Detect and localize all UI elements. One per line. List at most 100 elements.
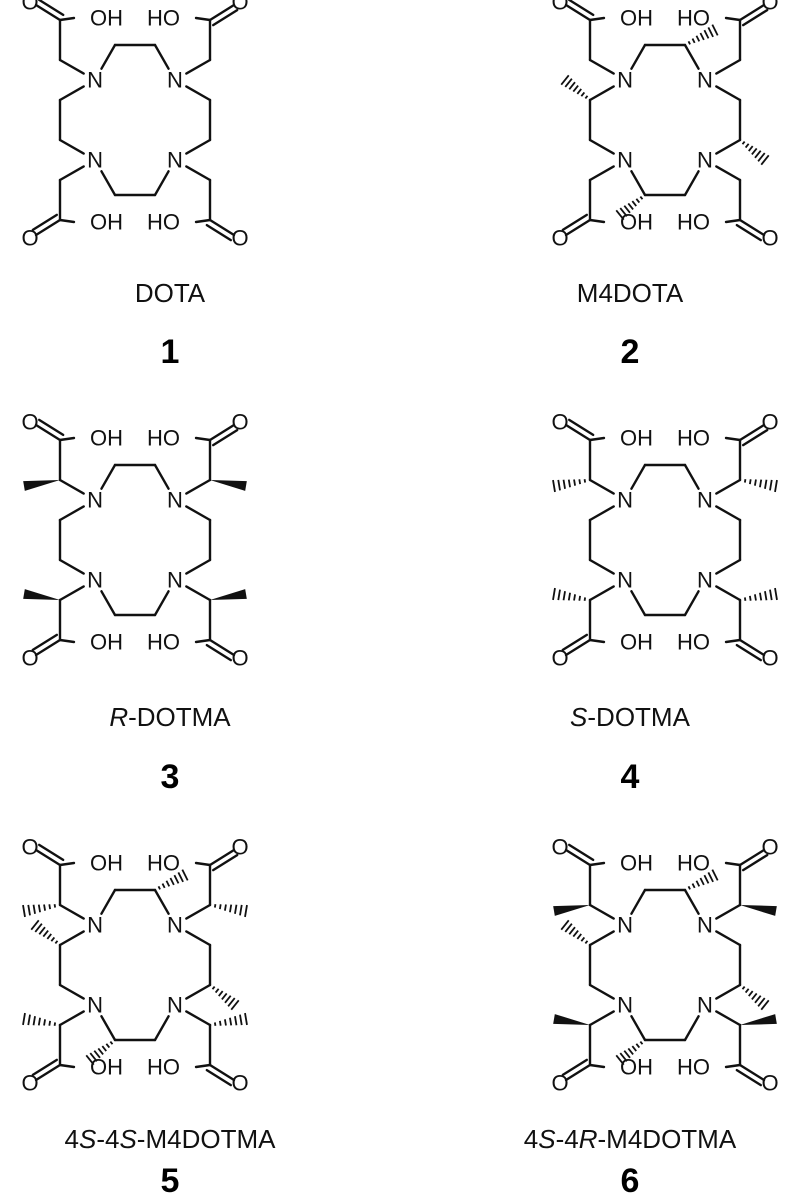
compound-number-5: 5 xyxy=(160,1162,180,1200)
hash-bond xyxy=(105,1043,111,1049)
hash-bond xyxy=(757,152,766,162)
hash-bond xyxy=(43,1019,46,1026)
double-bond xyxy=(735,1068,763,1087)
hydroxyl-label: OH xyxy=(620,426,653,451)
hash-bond xyxy=(699,877,705,886)
hash-bond xyxy=(224,904,227,911)
hash-bond xyxy=(224,1019,227,1026)
hash-bond xyxy=(774,479,778,493)
oxygen-label: O xyxy=(761,835,778,860)
arm-bond xyxy=(588,165,615,182)
hash-bond xyxy=(751,147,758,156)
ring-bond xyxy=(58,983,85,1000)
double-bond xyxy=(738,218,766,237)
hash-bond xyxy=(564,78,573,88)
hash-bond xyxy=(234,904,238,914)
oxygen-label: O xyxy=(231,410,248,435)
double-bond xyxy=(205,223,233,242)
hash-bond xyxy=(757,997,766,1007)
oxygen-label: O xyxy=(231,0,248,15)
hash-bond xyxy=(43,904,46,911)
hash-bond xyxy=(213,904,217,908)
compound-number-1: 1 xyxy=(160,333,180,371)
hash-bond xyxy=(751,992,758,1001)
arm-bond xyxy=(588,1010,615,1027)
arm-bond xyxy=(194,1063,212,1069)
hash-bond xyxy=(583,479,587,483)
hash-bond xyxy=(227,997,236,1007)
ring-bond xyxy=(58,930,85,947)
double-bond xyxy=(34,423,62,442)
arm-bond xyxy=(715,903,742,920)
ring-bond xyxy=(588,558,615,575)
hash-bond xyxy=(639,1040,644,1045)
nitrogen-label: N xyxy=(167,488,183,513)
hash-bond xyxy=(101,1045,107,1052)
hash-bond xyxy=(580,936,586,942)
ring-bond xyxy=(185,138,212,155)
ring-bond xyxy=(588,983,615,1000)
arm-bond xyxy=(58,903,85,920)
ring-bond xyxy=(100,43,117,70)
hash-bond xyxy=(53,904,57,908)
hydroxyl-label: HO xyxy=(677,6,710,31)
oxygen-label: O xyxy=(551,0,568,15)
ring-bond xyxy=(630,1015,647,1042)
ring-bond xyxy=(153,888,170,915)
c5-part-4: S xyxy=(119,1124,137,1154)
hash-bond xyxy=(230,999,240,1011)
double-bond xyxy=(208,3,236,22)
hash-bond xyxy=(741,140,746,145)
arm-bond xyxy=(58,165,85,182)
hash-bond xyxy=(744,988,750,994)
hash-bond xyxy=(576,933,582,940)
hash-bond xyxy=(568,926,576,935)
oxygen-label: O xyxy=(231,226,248,251)
arm-bond xyxy=(194,218,212,224)
caption-4s-4s-m4dotma: 4S-4S-M4DOTMA xyxy=(20,1124,320,1155)
arm-bond xyxy=(588,58,615,75)
wedge-bond xyxy=(23,589,60,600)
hash-bond xyxy=(22,1012,26,1026)
arm-bond xyxy=(715,478,742,495)
hash-bond xyxy=(560,74,570,86)
double-bond xyxy=(564,1063,592,1082)
oxygen-label: O xyxy=(231,1071,248,1096)
oxygen-label: O xyxy=(551,226,568,251)
hash-bond xyxy=(239,904,243,916)
hash-bond xyxy=(211,985,216,990)
nitrogen-label: N xyxy=(697,568,713,593)
nitrogen-label: N xyxy=(617,568,633,593)
hash-bond xyxy=(218,990,224,997)
hash-bond xyxy=(615,209,625,221)
nitrogen-label: N xyxy=(167,148,183,173)
hydroxyl-label: OH xyxy=(90,630,123,655)
hash-bond xyxy=(169,877,175,886)
hash-bond xyxy=(619,207,628,217)
hash-bond xyxy=(759,479,763,488)
hash-bond xyxy=(754,594,757,601)
nitrogen-label: N xyxy=(697,148,713,173)
compound-number-3: 3 xyxy=(160,758,180,796)
ring-bond xyxy=(683,888,700,915)
hash-bond xyxy=(568,81,576,90)
nitrogen-label: N xyxy=(617,913,633,938)
arm-bond xyxy=(58,218,76,224)
double-bond xyxy=(208,423,236,442)
nitrogen-label: N xyxy=(697,993,713,1018)
hash-bond xyxy=(573,594,576,601)
oxygen-label: O xyxy=(551,646,568,671)
wedge-bond xyxy=(23,480,60,491)
nitrogen-label: N xyxy=(87,68,103,93)
hash-bond xyxy=(32,1016,36,1026)
ring-bond xyxy=(58,138,85,155)
double-bond xyxy=(567,0,595,17)
ring-bond xyxy=(185,983,212,1000)
wedge-bond xyxy=(553,905,590,916)
hash-bond xyxy=(639,195,644,200)
hash-bond xyxy=(754,150,762,159)
hydroxyl-label: OH xyxy=(620,630,653,655)
double-bond xyxy=(208,1063,236,1082)
